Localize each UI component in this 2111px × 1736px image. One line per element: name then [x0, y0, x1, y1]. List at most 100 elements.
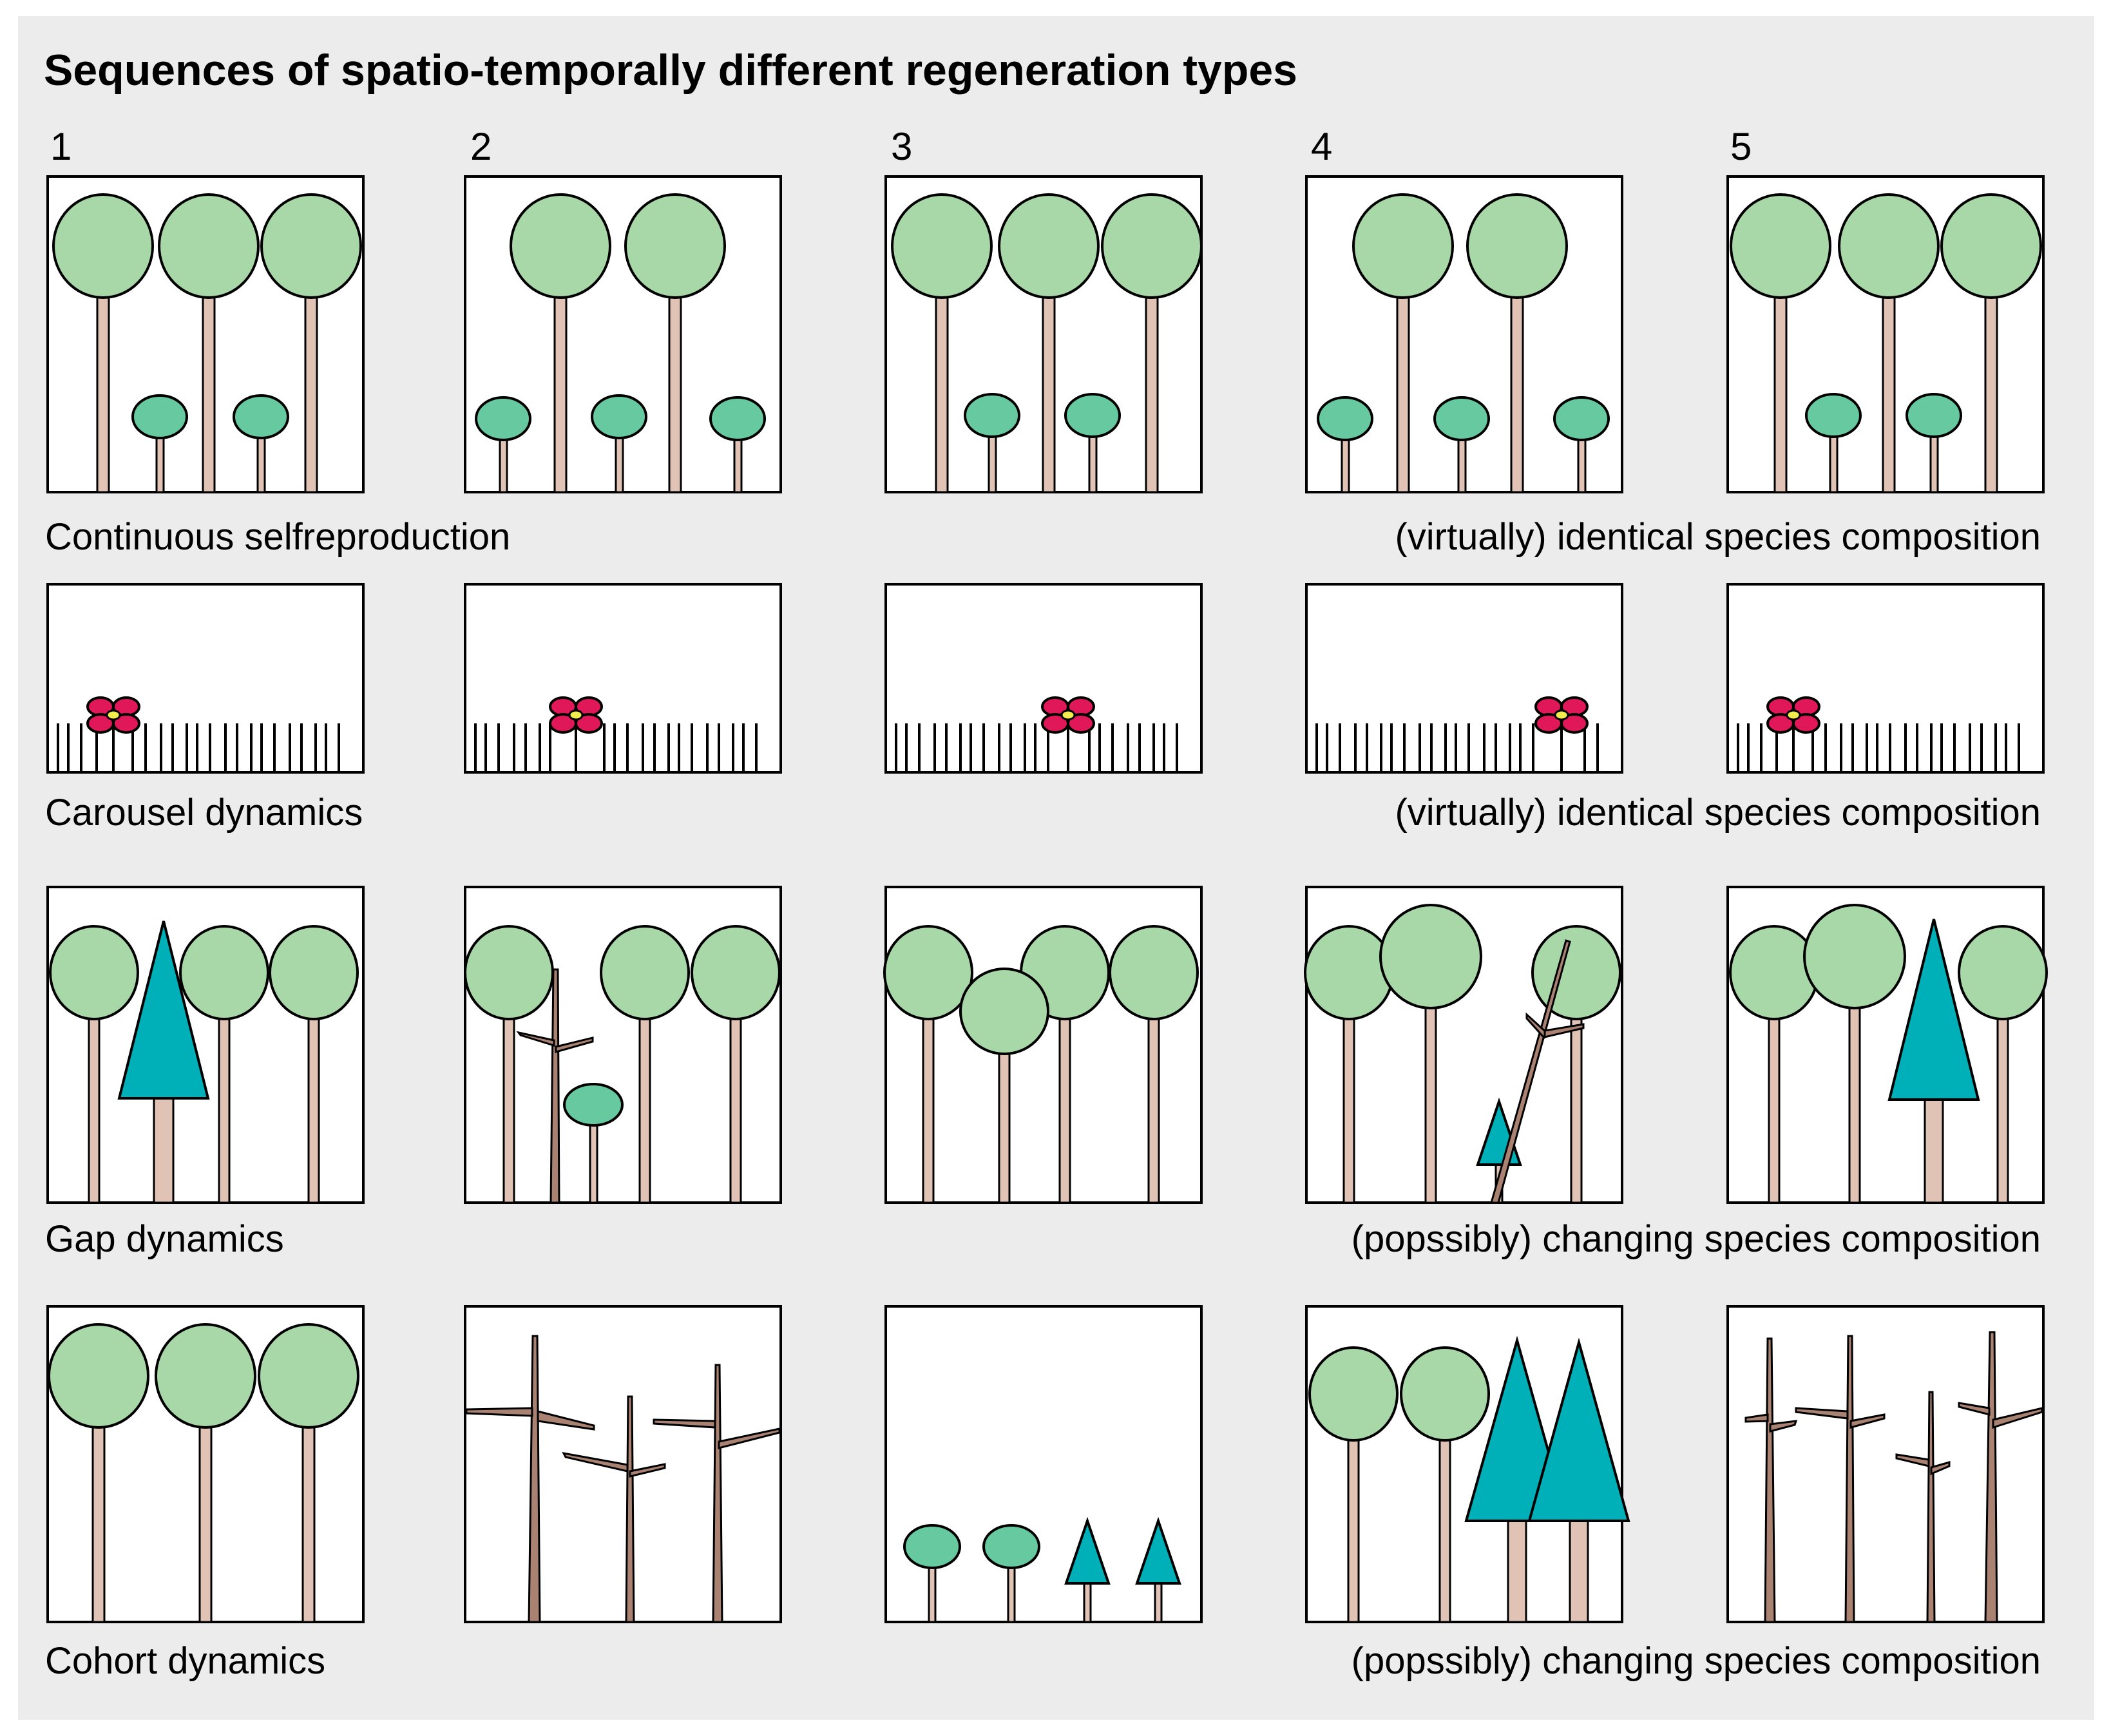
crown: [1958, 925, 2048, 1020]
falling-dead-snag: [1490, 939, 1585, 1204]
dead-branch: [1849, 1413, 1886, 1429]
dead-trunk: [625, 1395, 635, 1623]
dead-trunk: [1926, 1391, 1936, 1623]
row-note-identical-composition-2: (virtually) identical species compositio…: [1395, 792, 2041, 834]
crown: [1304, 925, 1394, 1020]
crown: [600, 925, 690, 1020]
deciduous-tree: [52, 193, 154, 493]
row-label-carousel-dynamics: Carousel dynamics: [45, 792, 363, 834]
deciduous-tree: [1466, 193, 1568, 493]
trunk: [1083, 1582, 1092, 1623]
deciduous-tree: [49, 925, 139, 1204]
dead-snag: [516, 968, 594, 1204]
deciduous-tree: [1838, 193, 1940, 493]
deciduous-tree: [260, 193, 362, 493]
dead-trunk: [712, 1364, 723, 1623]
crown: [964, 393, 1020, 438]
crown: [1730, 193, 1831, 299]
crown: [158, 193, 260, 299]
crown: [475, 396, 531, 441]
dead-branch: [562, 1451, 629, 1473]
dead-branch: [629, 1463, 666, 1478]
flower: [549, 696, 603, 771]
sapling: [233, 394, 289, 493]
crown: [1308, 1346, 1399, 1442]
deciduous-tree: [1101, 193, 1203, 493]
sapling: [131, 394, 188, 493]
crown: [131, 394, 188, 439]
crown: [1553, 396, 1610, 441]
panel-carousel-2: [464, 583, 782, 774]
dead-branch: [516, 1031, 555, 1047]
deciduous-tree: [48, 1323, 149, 1623]
deciduous-tree: [1352, 193, 1454, 493]
column-number-3: 3: [891, 125, 913, 168]
deciduous-tree: [1958, 925, 2048, 1204]
flower-center: [1786, 709, 1801, 721]
dead-branch: [1958, 1402, 1991, 1416]
crown: [998, 193, 1100, 299]
crown: [982, 1524, 1040, 1569]
crown: [959, 968, 1049, 1055]
column-number-4: 4: [1311, 125, 1333, 168]
deciduous-tree: [179, 925, 269, 1204]
conifer-tree: [1527, 1337, 1630, 1623]
dead-snag: [1744, 1337, 1798, 1623]
crown: [1805, 393, 1862, 438]
deciduous-tree: [510, 193, 611, 493]
flower: [1766, 696, 1820, 771]
deciduous-tree: [1379, 904, 1482, 1204]
dead-branch: [1744, 1413, 1769, 1423]
crown: [1064, 393, 1121, 438]
crown: [891, 193, 993, 299]
flower-petal: [575, 713, 603, 734]
crown: [258, 1323, 359, 1429]
sapling: [709, 396, 766, 493]
flower-center: [106, 709, 121, 721]
row-label-continuous-selfreproduction: Continuous selfreproduction: [45, 516, 511, 558]
crown: [1803, 904, 1906, 1009]
dead-trunk: [1844, 1335, 1855, 1623]
dead-branch: [1769, 1420, 1798, 1433]
panel-carousel-4: [1305, 583, 1623, 774]
sapling: [982, 1524, 1040, 1623]
crown: [624, 193, 726, 299]
row-label-cohort-dynamics: Cohort dynamics: [45, 1640, 326, 1682]
panel-continuous-5: [1726, 175, 2045, 493]
deciduous-tree: [155, 1323, 256, 1623]
dead-branch: [1895, 1453, 1930, 1467]
panel-continuous-3: [884, 175, 1203, 493]
crown: [510, 193, 611, 299]
young-deciduous-tree: [959, 968, 1049, 1204]
crown: [1400, 1346, 1490, 1442]
crown: [1940, 193, 2042, 299]
row-note-changing-composition-2: (popssibly) changing species composition: [1351, 1640, 2041, 1682]
sapling: [1906, 393, 1962, 493]
crown: [1466, 193, 1568, 299]
dead-snag: [653, 1364, 781, 1623]
sapling: [1805, 393, 1862, 493]
flower: [1534, 696, 1589, 771]
dead-branch: [555, 1036, 594, 1053]
dead-branch: [653, 1418, 716, 1429]
deciduous-tree: [1308, 1346, 1399, 1623]
sapling: [563, 1083, 624, 1204]
deciduous-tree: [158, 193, 260, 493]
sapling: [591, 394, 647, 493]
crown: [1317, 396, 1373, 441]
deciduous-tree: [258, 1323, 359, 1623]
crown: [709, 396, 766, 441]
deciduous-tree: [883, 925, 973, 1204]
panel-carousel-1: [46, 583, 365, 774]
conifer-seedling: [1064, 1516, 1111, 1623]
grass-stalks: [1315, 723, 1599, 771]
dead-branch: [465, 1407, 533, 1417]
panel-carousel-3: [884, 583, 1203, 774]
conifer-crown: [1527, 1337, 1630, 1522]
dead-snag: [1958, 1331, 2043, 1623]
conifer-crown: [117, 920, 210, 1100]
sapling: [964, 393, 1020, 493]
panel-cohort-3: [884, 1305, 1203, 1623]
panel-gap-2: [464, 886, 782, 1204]
crown: [48, 1323, 149, 1429]
